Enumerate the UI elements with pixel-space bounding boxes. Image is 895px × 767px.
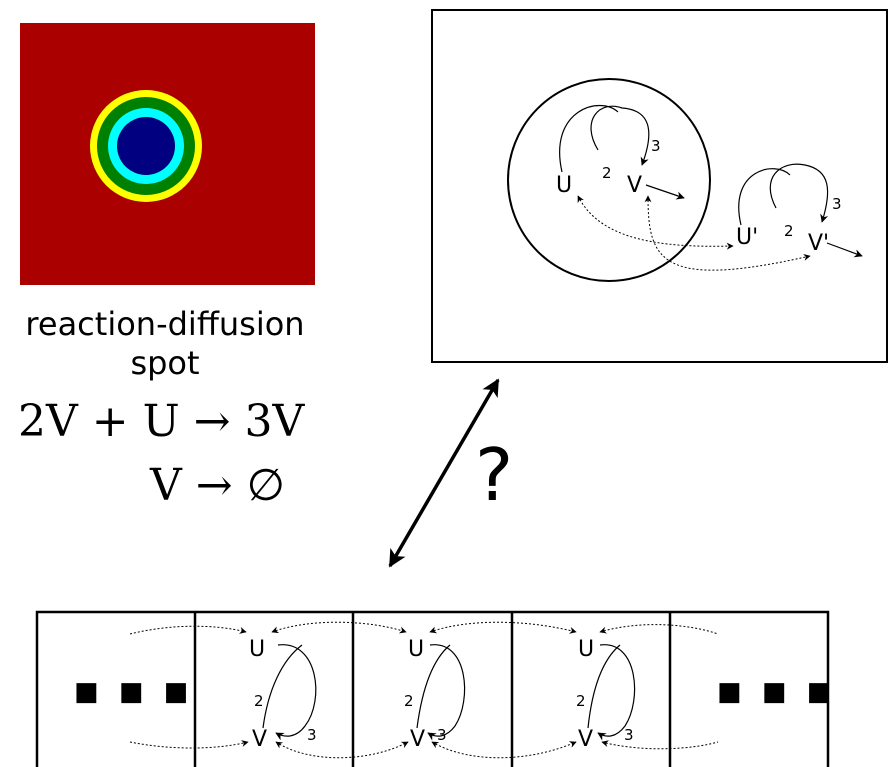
chain-cell-1: U V 2 3 — [249, 637, 317, 752]
spot-image — [20, 23, 315, 285]
cell-v: V — [252, 727, 267, 752]
stoich-3: 3 — [651, 137, 661, 155]
diffusion-u — [578, 196, 733, 246]
stoich-3b: 3 — [832, 195, 842, 213]
cell-v: V — [578, 727, 593, 752]
decay-arrow-2 — [827, 243, 862, 256]
stoich-2: 2 — [602, 164, 612, 182]
v-diffusion-arrow — [130, 742, 248, 748]
species-v: V — [627, 173, 642, 198]
question-mark: ? — [475, 433, 513, 517]
loop-v-arrow — [591, 106, 649, 165]
cell-u: U — [408, 637, 424, 662]
decay-arrow — [646, 185, 684, 198]
cell-stoich-2: 2 — [576, 692, 586, 710]
cell-reaction-curve — [263, 645, 302, 728]
cell-u: U — [578, 637, 594, 662]
u-diffusion-arrow — [600, 625, 718, 634]
stoich-2b: 2 — [784, 222, 794, 240]
equation-autocatalysis: 2V + U → 3V — [18, 396, 306, 447]
species-u2: U' — [736, 225, 758, 250]
species-u: U — [556, 173, 572, 198]
u-diffusion-arrow — [130, 626, 246, 634]
cell-stoich-2: 2 — [254, 692, 264, 710]
ellipsis-right: ■ ■ ■ — [717, 677, 837, 707]
v-diffusion-arrow — [432, 742, 576, 758]
v-diffusion-arrow — [602, 742, 718, 749]
cell-u: U — [249, 637, 265, 662]
caption-line2: spot — [130, 344, 199, 382]
compartment-chain: ■ ■ ■ ■ ■ ■ U V 2 3 U V 2 3 U V 2 3 — [37, 612, 837, 767]
spot-core — [117, 117, 175, 175]
chain-cell-3: U V 2 3 — [576, 637, 635, 752]
cell-stoich-2: 2 — [404, 692, 414, 710]
u-diffusion-arrow — [430, 622, 576, 632]
u-diffusion-arrow — [272, 622, 406, 632]
equation-decay: V → ∅ — [149, 460, 285, 511]
v-diffusion-arrow — [276, 742, 408, 758]
cell-loop-arrow — [598, 645, 635, 736]
cell-stoich-3: 3 — [624, 726, 634, 744]
loop-v2-arrow — [770, 164, 827, 222]
species-v2: V' — [808, 231, 829, 256]
panel-frame — [432, 10, 887, 362]
cell-loop-arrow — [276, 645, 316, 736]
cell-loop-arrow — [428, 645, 465, 736]
cell-stoich-3: 3 — [307, 726, 317, 744]
caption-line1: reaction-diffusion — [25, 305, 304, 343]
chain-cell-2: U V 2 3 — [404, 637, 465, 752]
u-diffusion-arrows — [130, 622, 718, 634]
two-compartment-panel: U V 2 3 U' V' 2 3 — [432, 10, 887, 362]
loop-u-input — [560, 105, 618, 172]
cell-v: V — [410, 727, 425, 752]
ellipsis-left: ■ ■ ■ — [74, 677, 194, 707]
loop-u2-input — [739, 169, 790, 225]
